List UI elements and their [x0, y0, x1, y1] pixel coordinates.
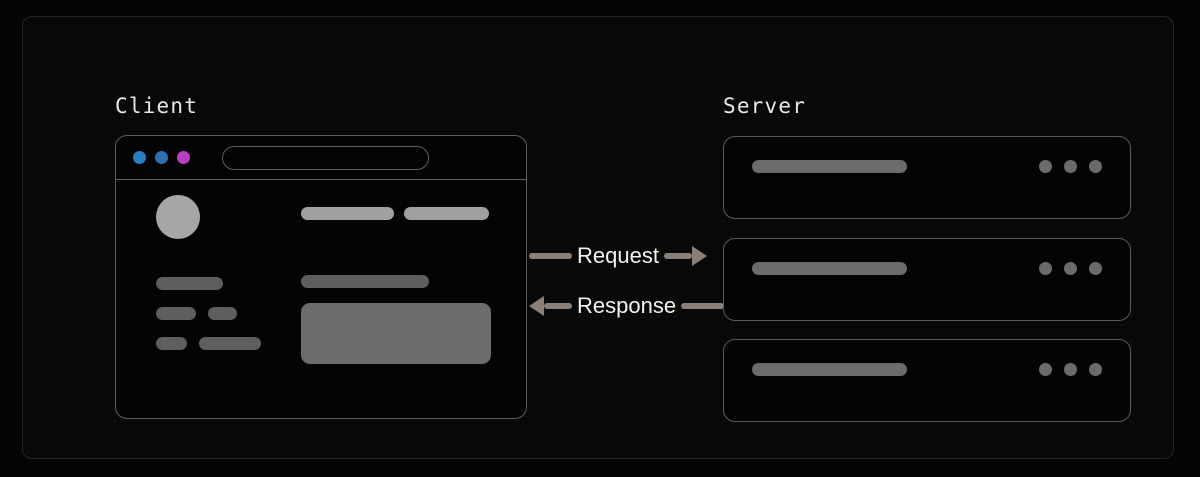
status-dot-icon [1064, 363, 1077, 376]
skeleton-heading-bar [301, 207, 394, 220]
status-dot-icon [1089, 160, 1102, 173]
skeleton-text-bar [301, 275, 429, 288]
arrow-left-icon [529, 296, 544, 316]
server-rack-status-dots [1039, 262, 1102, 275]
status-dot-icon [1064, 160, 1077, 173]
flow-request-label: Request [577, 243, 659, 268]
flow-request: Request [529, 243, 707, 268]
window-dot-teal-icon[interactable] [155, 151, 168, 164]
skeleton-text-bar [156, 277, 223, 290]
server-rack [723, 339, 1131, 422]
browser-content-area [116, 180, 526, 418]
server-section-title: Server [723, 94, 807, 118]
status-dot-icon [1039, 262, 1052, 275]
server-rack-bar [752, 262, 907, 275]
server-rack-bar [752, 363, 907, 376]
status-dot-icon [1089, 262, 1102, 275]
server-rack-status-dots [1039, 160, 1102, 173]
skeleton-text-bar [156, 307, 196, 320]
skeleton-text-bar [199, 337, 261, 350]
diagram-panel: Client [22, 16, 1174, 459]
avatar [156, 195, 200, 239]
status-dot-icon [1039, 363, 1052, 376]
client-section-title: Client [115, 94, 199, 118]
client-browser-window [115, 135, 527, 419]
flow-line [544, 303, 572, 309]
flow-line [663, 253, 692, 259]
status-dot-icon [1039, 160, 1052, 173]
skeleton-text-bar [208, 307, 237, 320]
window-dot-blue-icon[interactable] [133, 151, 146, 164]
server-rack [723, 238, 1131, 321]
skeleton-text-bar [156, 337, 187, 350]
server-rack [723, 136, 1131, 219]
skeleton-heading-bar [404, 207, 489, 220]
address-bar-input[interactable] [222, 145, 429, 170]
flow-response-label: Response [577, 293, 677, 318]
window-controls [133, 151, 190, 164]
status-dot-icon [1089, 363, 1102, 376]
browser-titlebar [116, 136, 526, 180]
flow-response: Response [529, 293, 725, 318]
flow-line [529, 253, 572, 259]
status-dot-icon [1064, 262, 1077, 275]
skeleton-content-block [301, 303, 491, 364]
arrow-right-icon [691, 246, 707, 266]
window-dot-magenta-icon[interactable] [177, 151, 190, 164]
server-rack-bar [752, 160, 907, 173]
server-rack-status-dots [1039, 363, 1102, 376]
flow-line [681, 303, 725, 309]
